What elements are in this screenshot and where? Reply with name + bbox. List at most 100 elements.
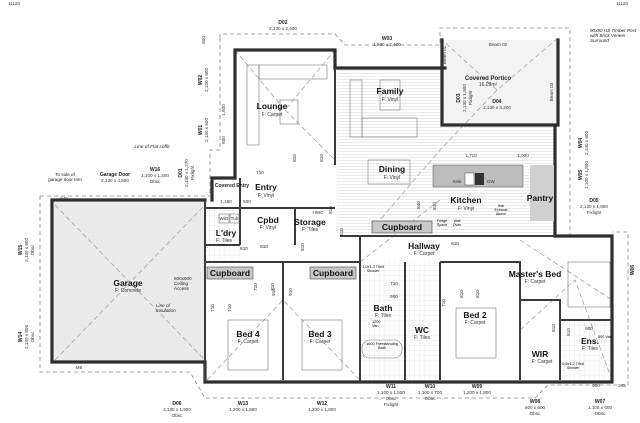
label-W02: W02: [198, 75, 204, 86]
door-size-label: 710: [253, 283, 258, 291]
label-W13: W13: [238, 401, 249, 407]
floor-storage: F: Tiles: [302, 227, 319, 233]
label-W07: W07: [595, 399, 606, 405]
room-dining: Dining: [379, 164, 405, 174]
fixture-meter: M8: [76, 365, 83, 370]
label-W05: W05: [578, 170, 584, 181]
label-D06: D06: [172, 401, 181, 407]
portico-floor: [442, 40, 558, 126]
label-W15: W15: [18, 245, 24, 256]
room-laundry: L'dry: [216, 228, 237, 238]
label-D02: D02: [278, 20, 287, 26]
note-insulation: Line of Insulation: [156, 303, 176, 313]
room-bed2: Bed 2: [463, 310, 486, 320]
floor-family: F: Vinyl: [382, 97, 399, 103]
size-D04: 2,130 x 3,200: [483, 105, 511, 110]
door-size-label: 710: [210, 304, 215, 312]
note2-W11: Fixlight: [384, 402, 399, 407]
door-size-label: 810: [339, 228, 344, 236]
dim-500: 500: [243, 199, 251, 204]
size-D02: 2,130 x 2,400: [269, 26, 297, 31]
note-beam-03: Beam 03: [549, 82, 554, 101]
annotations: Line of Flat soffit To side of garage do…: [48, 28, 636, 313]
size-W10: 1,100 x 700: [418, 390, 442, 395]
size-D03: 2,130 x 1,800: [462, 84, 467, 112]
size-W12: 1,200 x 1,800: [308, 407, 336, 412]
size-W15: 2,130 x 800: [24, 238, 29, 262]
door-size-label: 710: [441, 299, 446, 307]
note-D03: Fixlight: [468, 90, 473, 105]
size-D05: 2,130 x 1,800: [580, 204, 608, 209]
opening-labels-vertical: W02 2,130 x 800 W01 2,130 x 600 D01 2,13…: [18, 68, 636, 349]
room-entry: Entry: [255, 182, 277, 192]
furniture: [227, 64, 611, 371]
dim-800: 800: [201, 36, 206, 44]
label-W04: W04: [578, 138, 584, 149]
size-W09: 1,200 x 1,800: [463, 390, 491, 395]
fixture-wd: W/D: [220, 216, 230, 221]
room-cupboard-3: Cupboard: [382, 222, 422, 232]
floor-lounge: F: Carpet: [262, 112, 283, 118]
note-W14: Obsc: [30, 331, 35, 342]
size-D06: 2,130 x 1,900: [163, 407, 191, 412]
fixture-shower-1: 1.0x1.2 Tiled Shower: [362, 265, 384, 273]
room-lounge: Lounge: [257, 101, 288, 111]
cupboard-laundry: [206, 266, 254, 280]
fixture-hob: Hob Exhaust Above: [494, 204, 508, 216]
dim-1180: 1,180: [220, 199, 232, 204]
label-D01: D01: [178, 168, 184, 177]
label-W12: W12: [317, 401, 328, 407]
fixture-vanity-1: 1200 Van: [372, 320, 381, 328]
label-D03: D03: [456, 93, 462, 102]
floor-ensuite: F: Tiles: [582, 346, 599, 352]
dim-600-w07: 600: [592, 383, 600, 388]
room-kitchen: Kitchen: [450, 195, 481, 205]
note-D06: Obsc: [172, 413, 183, 418]
size-W14: 2,130 x 800: [24, 325, 29, 349]
size-W07: 1,100 x 600: [588, 405, 612, 410]
door-size-label: 900: [390, 294, 398, 299]
exterior-walls: [50, 38, 614, 384]
room-cupboard-1: Cupboard: [210, 268, 250, 278]
floor-master-bed: F: Carpet: [525, 279, 546, 285]
cupboard-dining: [371, 220, 433, 234]
floor-bed3: F: Carpet: [310, 339, 331, 345]
door-size-label: 710: [227, 304, 232, 312]
label-D04: D04: [492, 99, 501, 105]
portico-area: 16.09m²: [479, 82, 498, 88]
room-hallway: Hallway: [408, 241, 440, 251]
fixture-sink: Sink: [453, 179, 463, 184]
fixture-fridge: Fridge Space: [436, 219, 448, 227]
note-garage-trim: To side of garage door trim: [48, 172, 82, 182]
floor-laundry: F: Tiles: [216, 238, 233, 244]
size-W04: 2,130 x 600: [584, 131, 589, 155]
room-cpbd: Cpbd: [257, 215, 279, 225]
bath-floor: [361, 262, 439, 380]
label-W10: W10: [425, 384, 436, 390]
ensuite-floor: [562, 320, 612, 380]
size-W08: 600 x 600: [525, 405, 546, 410]
door-size-label: 900: [585, 326, 593, 331]
door-size-label: 810: [240, 246, 248, 251]
floor-bath: F: Tiles: [375, 313, 392, 319]
door-size-label: 810: [328, 206, 333, 214]
cupboard-hall: [309, 266, 357, 280]
dimension-strings: 640 1,180 500 1,710 1,000 600 245 800 1,…: [60, 36, 626, 388]
floor-entry: F: Vinyl: [258, 193, 275, 199]
floor-dining: F: Vinyl: [384, 175, 401, 181]
size-W03: 1,800 x 2,400: [373, 42, 401, 47]
size-W11: 1,100 x 1,500: [377, 390, 405, 395]
note-W16: Obsc: [150, 179, 161, 184]
room-garage: Garage: [113, 278, 143, 288]
room-master-bed: Master's Bed: [509, 269, 562, 279]
floor-bed4: F: Carpet: [238, 339, 259, 345]
door-size-label: 910: [271, 288, 276, 296]
door-size-label: 710: [270, 283, 275, 291]
floor-kitchen: F: Vinyl: [458, 206, 475, 212]
door-size-label: 810: [432, 202, 437, 210]
fixture-dw: DW: [487, 179, 495, 184]
door-size-label: 910: [288, 288, 293, 296]
note-W15: Obsc: [30, 244, 35, 255]
